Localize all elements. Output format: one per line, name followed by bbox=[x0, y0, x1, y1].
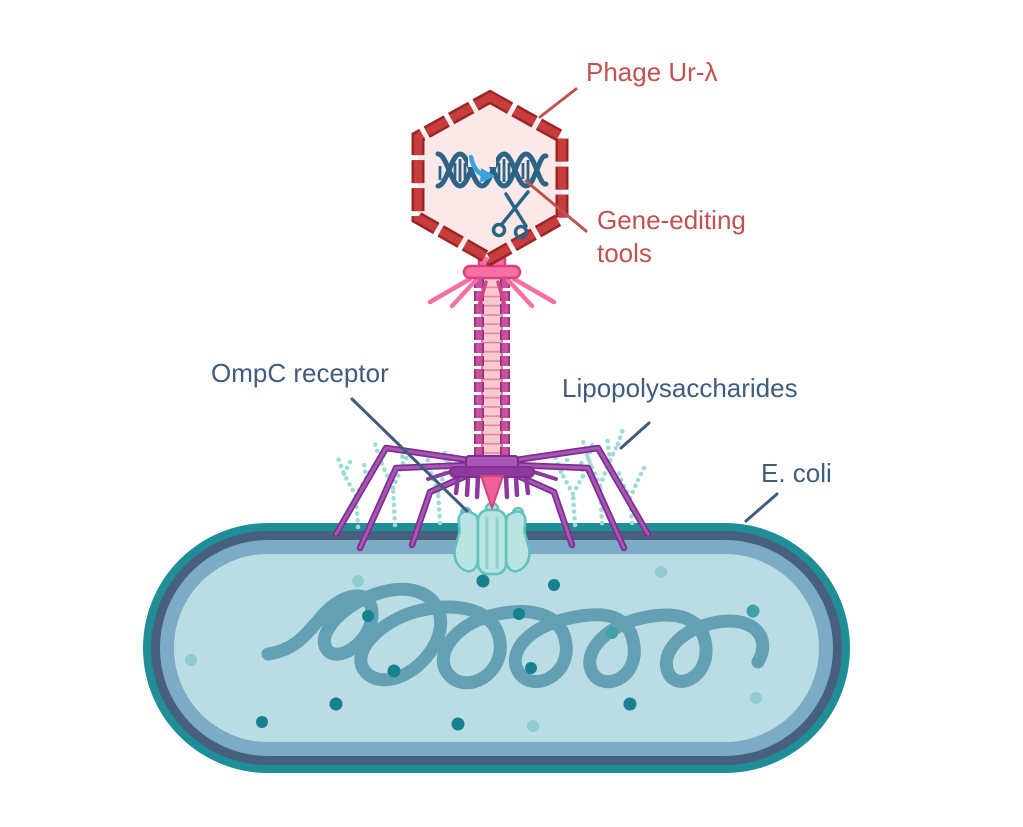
scissors-icon bbox=[491, 190, 530, 240]
receptor-left-lobe bbox=[453, 510, 480, 573]
phage bbox=[332, 89, 652, 552]
tail-spike-tip bbox=[480, 475, 504, 509]
gene-insertion-arrow-icon bbox=[468, 154, 495, 183]
capsomere-segments bbox=[414, 92, 566, 264]
ecoli-label: E. coli bbox=[761, 458, 832, 488]
phage-capsid-hexagon-icon bbox=[411, 89, 569, 267]
lps-leader-line bbox=[619, 421, 651, 450]
baseplate bbox=[426, 455, 558, 509]
ompc-leader-line bbox=[350, 397, 469, 513]
receptor-right-lobe bbox=[504, 510, 531, 573]
ecoli-leader-line bbox=[744, 492, 779, 523]
dna-cut-gap bbox=[468, 145, 496, 167]
ompc-porin-icon bbox=[453, 501, 531, 576]
lipopolysaccharide-branch-icon bbox=[335, 455, 377, 530]
ecoli-cell bbox=[143, 523, 850, 773]
bacterial-dna-tangle-icon bbox=[261, 582, 770, 690]
collar-disc bbox=[462, 264, 522, 280]
inner-whiskers bbox=[477, 280, 507, 308]
ompc-receptor-label: OmpC receptor bbox=[211, 358, 389, 388]
leader-lines bbox=[350, 87, 779, 523]
lipopolysaccharides-label: Lipopolysaccharides bbox=[562, 373, 798, 403]
lipopolysaccharide-branch-icon bbox=[423, 445, 455, 526]
gene-editing-label-line1: Gene-editing bbox=[597, 205, 746, 235]
dna-helix-icon bbox=[435, 151, 549, 189]
tail-rungs bbox=[482, 279, 502, 461]
whisker-fibers bbox=[427, 276, 557, 309]
gene-editing-tools-icon bbox=[435, 145, 549, 240]
collar bbox=[427, 248, 557, 309]
cytoplasm-dots bbox=[185, 566, 762, 732]
phage-label: Phage Ur-λ bbox=[586, 57, 718, 87]
baseplate-spikes bbox=[453, 474, 531, 500]
receptor-channel-body bbox=[476, 508, 508, 576]
phage-leader-line bbox=[538, 87, 578, 119]
dna-rungs bbox=[438, 159, 530, 182]
tail-sheath bbox=[474, 277, 510, 463]
gene-editing-label-line2: tools bbox=[597, 238, 652, 268]
gene-editing-leader-line bbox=[524, 179, 588, 233]
gene-editing-label: Gene-editing tools bbox=[597, 204, 746, 270]
